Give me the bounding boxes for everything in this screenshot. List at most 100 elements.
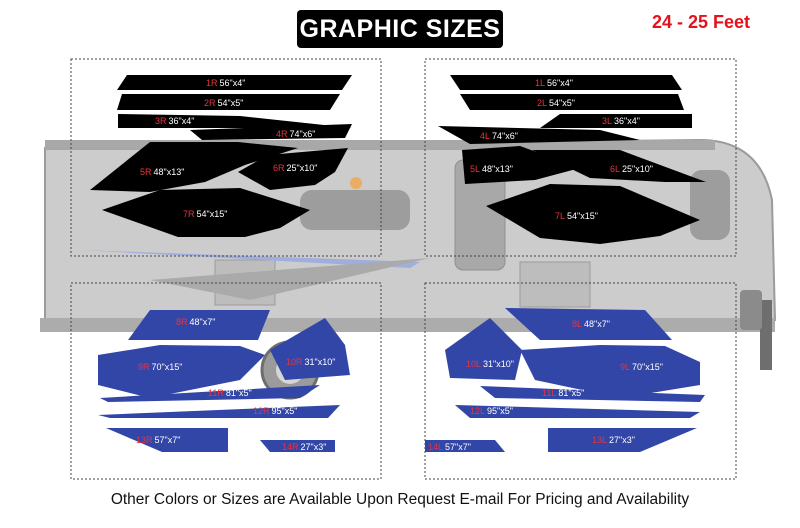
decal-13L xyxy=(425,440,505,452)
label-8R-code: 8R xyxy=(176,317,188,327)
label-14L-dims: 27"x3" xyxy=(609,435,635,445)
label-11R-dims: 81"x5" xyxy=(226,388,252,398)
page-title: GRAPHIC SIZES xyxy=(297,10,503,48)
label-9L-dims: 70"x15" xyxy=(632,362,663,372)
decal-5R xyxy=(90,142,298,192)
decal-4R xyxy=(190,124,352,140)
decal-group-bottom-right xyxy=(425,308,705,452)
decal-3R xyxy=(118,114,352,128)
label-12L-dims: 95"x5" xyxy=(487,406,513,416)
label-3L-dims: 36"x4" xyxy=(614,116,640,126)
label-5L-dims: 48"x13" xyxy=(482,164,513,174)
label-9R-code: 9R xyxy=(138,362,150,372)
decal-1L xyxy=(450,75,682,90)
label-6L-code: 6L xyxy=(610,164,620,174)
label-13L-dims: 57"x7" xyxy=(445,442,471,452)
trailer-stripe-blue xyxy=(80,250,420,268)
label-11L-code: 11L xyxy=(542,388,556,398)
decal-8R xyxy=(128,310,270,340)
label-7R-code: 7R xyxy=(183,209,195,219)
label-11R-code: 11R xyxy=(208,388,224,398)
label-5L-code: 5L xyxy=(470,164,480,174)
label-8L-code: 8L xyxy=(572,319,582,329)
label-11L-dims: 81"x5" xyxy=(558,388,584,398)
label-1R-code: 1R xyxy=(206,78,218,88)
label-2R-code: 2R xyxy=(204,98,216,108)
trailer-length-label: 24 - 25 Feet xyxy=(652,12,751,32)
trailer-roofline xyxy=(45,140,715,150)
decal-2L xyxy=(460,94,684,110)
frame-top-left xyxy=(70,58,382,257)
label-9L-code: 9L xyxy=(620,362,630,372)
decal-8L xyxy=(505,308,672,340)
label-14R-code: 14R xyxy=(282,442,299,452)
trailer-propane xyxy=(740,290,762,330)
label-1R-dims: 56"x4" xyxy=(220,78,246,88)
label-3R-code: 3R xyxy=(155,116,167,126)
trailer-window-front xyxy=(690,170,730,240)
decal-14L xyxy=(548,428,697,452)
label-8R-dims: 48"x7" xyxy=(190,317,216,327)
label-1L-dims: 56"x4" xyxy=(547,78,573,88)
label-6L-dims: 25"x10" xyxy=(622,164,653,174)
decal-9R xyxy=(98,345,265,398)
decal-4L xyxy=(438,126,640,144)
label-13R-code: 13R xyxy=(136,435,153,445)
label-14R-dims: 27"x3" xyxy=(301,442,327,452)
trailer-stripe-gray xyxy=(150,258,430,300)
decal-5L xyxy=(462,146,580,184)
decal-10R xyxy=(270,318,350,380)
decal-7R xyxy=(102,188,310,237)
label-1L-code: 1L xyxy=(535,78,545,88)
decal-group-top-left xyxy=(90,75,352,237)
label-10R-code: 10R xyxy=(286,357,303,367)
decal-6L xyxy=(532,150,706,182)
label-3R-dims: 36"x4" xyxy=(169,116,195,126)
trailer-porch-light xyxy=(350,177,362,189)
label-9R-dims: 70"x15" xyxy=(152,362,183,372)
decal-12R xyxy=(98,405,340,418)
decal-3L xyxy=(540,114,692,128)
frame-bottom-right xyxy=(424,282,737,480)
label-4L-code: 4L xyxy=(480,131,490,141)
label-12R-code: 12R xyxy=(253,406,270,416)
label-5R-dims: 48"x13" xyxy=(154,167,185,177)
section-frames xyxy=(70,58,737,480)
label-13L-code: 14L xyxy=(428,442,443,452)
label-5R-code: 5R xyxy=(140,167,152,177)
label-4R-dims: 74"x6" xyxy=(290,129,316,139)
label-6R-dims: 25"x10" xyxy=(287,163,318,173)
label-4R-code: 4R xyxy=(276,129,288,139)
label-7L-dims: 54"x15" xyxy=(567,211,598,221)
label-7R-dims: 54"x15" xyxy=(197,209,228,219)
trailer-jack xyxy=(760,300,772,370)
decal-group-top-right xyxy=(438,75,706,244)
label-12L-code: 12L xyxy=(470,406,485,416)
frame-bottom-left xyxy=(70,282,382,480)
